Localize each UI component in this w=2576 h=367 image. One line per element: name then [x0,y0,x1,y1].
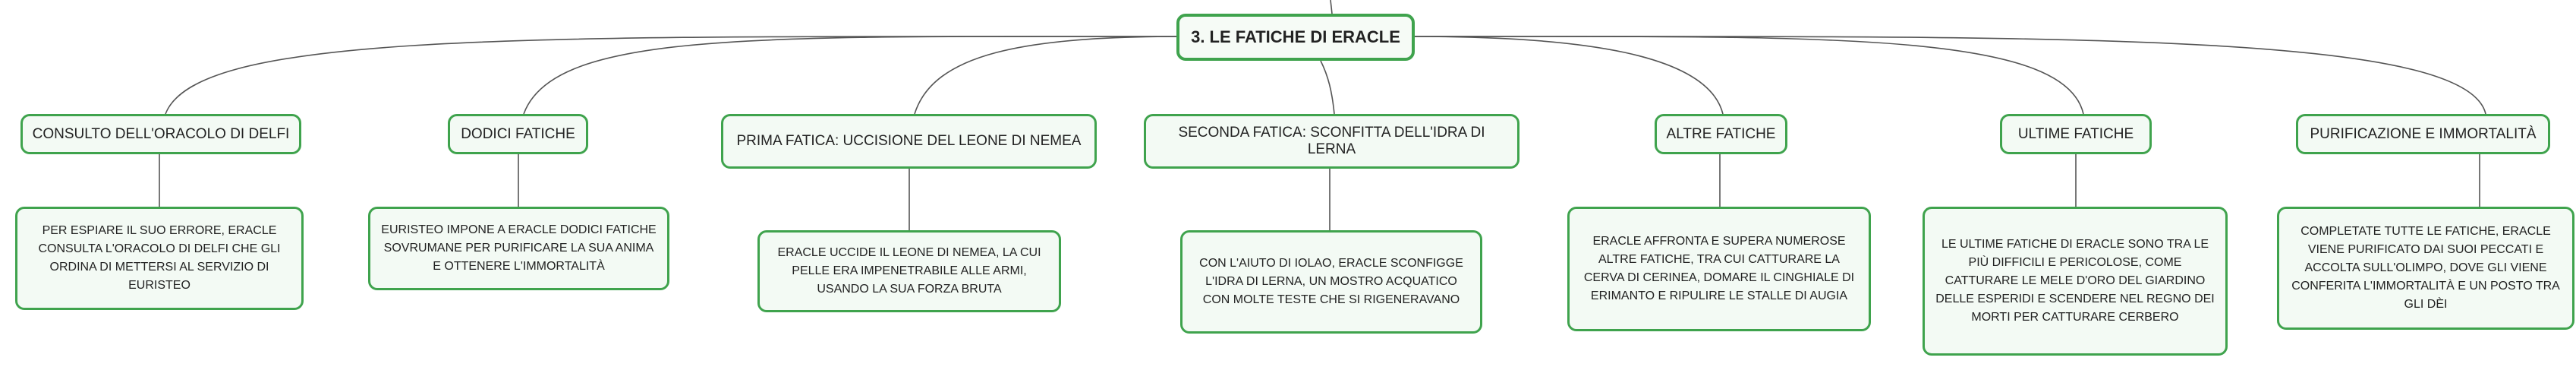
detail-text: CON L'AIUTO DI IOLAO, ERACLE SCONFIGGE L… [1199,257,1463,306]
detail-node-purificazione[interactable]: COMPLETATE TUTTE LE FATICHE, ERACLE VIEN… [2277,207,2574,330]
branch-node-prima-fatica[interactable]: PRIMA FATICA: UCCISIONE DEL LEONE DI NEM… [721,114,1097,169]
detail-text: ERACLE UCCIDE IL LEONE DI NEMEA, LA CUI … [777,246,1041,296]
link-root-branch-2 [523,36,1185,115]
detail-node-prima-fatica[interactable]: ERACLE UCCIDE IL LEONE DI NEMEA, LA CUI … [757,230,1061,312]
branch-node-dodici-fatiche[interactable]: DODICI FATICHE [448,114,588,154]
link-root-branch-5 [1413,36,1724,115]
branch-title: CONSULTO DELL'ORACOLO DI DELFI [32,125,290,142]
branch-title: PRIMA FATICA: UCCISIONE DEL LEONE DI NEM… [736,133,1082,149]
detail-text: LE ULTIME FATICHE DI ERACLE SONO TRA LE … [1935,238,2215,324]
branch-title: DODICI FATICHE [461,125,575,142]
branch-title: SECONDA FATICA: SCONFITTA DELL'IDRA DI L… [1178,125,1485,157]
detail-node-oracolo[interactable]: PER ESPIARE IL SUO ERRORE, ERACLE CONSUL… [15,207,304,310]
branch-node-ultime-fatiche[interactable]: ULTIME FATICHE [2000,114,2152,154]
detail-node-altre-fatiche[interactable]: ERACLE AFFRONTA E SUPERA NUMEROSE ALTRE … [1567,207,1871,331]
detail-node-ultime-fatiche[interactable]: LE ULTIME FATICHE DI ERACLE SONO TRA LE … [1923,207,2228,356]
branch-title: ALTRE FATICHE [1666,125,1776,142]
root-title: 3. LE FATICHE DI ERACLE [1191,27,1400,46]
link-root-branch-1 [165,36,1185,115]
incoming-link [1330,0,1333,14]
branch-title: PURIFICAZIONE E IMMORTALITÀ [2310,125,2537,142]
detail-node-seconda-fatica[interactable]: CON L'AIUTO DI IOLAO, ERACLE SCONFIGGE L… [1180,230,1482,334]
detail-node-dodici-fatiche[interactable]: EURISTEO IMPONE A ERACLE DODICI FATICHE … [368,207,669,290]
detail-text: COMPLETATE TUTTE LE FATICHE, ERACLE VIEN… [2291,225,2560,311]
branch-node-altre-fatiche[interactable]: ALTRE FATICHE [1655,114,1787,154]
link-root-branch-7 [1413,36,2486,115]
detail-text: PER ESPIARE IL SUO ERRORE, ERACLE CONSUL… [38,224,281,292]
branch-node-seconda-fatica[interactable]: SECONDA FATICA: SCONFITTA DELL'IDRA DI L… [1144,114,1519,169]
detail-text: EURISTEO IMPONE A ERACLE DODICI FATICHE … [381,223,657,273]
branch-node-purificazione[interactable]: PURIFICAZIONE E IMMORTALITÀ [2296,114,2550,154]
root-node[interactable]: 3. LE FATICHE DI ERACLE [1176,14,1415,61]
link-root-branch-6 [1413,36,2084,115]
branch-node-oracolo[interactable]: CONSULTO DELL'ORACOLO DI DELFI [20,114,301,154]
link-root-branch-3 [914,36,1185,115]
branch-title: ULTIME FATICHE [2017,125,2134,142]
link-root-branch-4 [1320,60,1335,115]
detail-text: ERACLE AFFRONTA E SUPERA NUMEROSE ALTRE … [1583,235,1855,302]
